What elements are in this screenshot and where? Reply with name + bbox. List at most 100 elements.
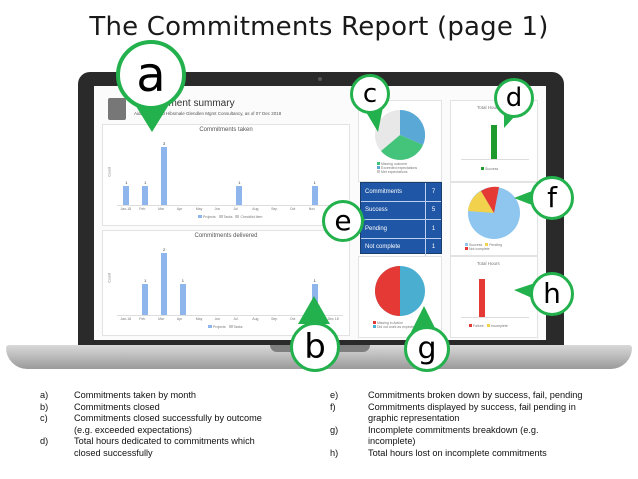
- legend-key: b): [40, 401, 49, 412]
- hours-lost-panel: Total Hours Failure Incomplete: [450, 256, 538, 338]
- pie-legend: Missing in Action Did not work as expect…: [373, 321, 416, 329]
- legend-text: Total hours lost on incomplete commitmen…: [368, 447, 547, 458]
- x-tick-label: May: [195, 317, 203, 321]
- legend-text: incomplete): [368, 436, 416, 447]
- pie-legend: Missing outcome Exceeded expectations Me…: [377, 162, 417, 174]
- legend-item: f)Commitments displayed by success, fail…: [330, 402, 630, 414]
- row-value: 1: [431, 225, 436, 232]
- legend-text: closed successfully: [74, 447, 153, 458]
- chart-bar: [161, 253, 168, 315]
- legend-item: e)Commitments broken down by success, fa…: [330, 390, 630, 402]
- legend-item: h)Total hours lost on incomplete commitm…: [330, 448, 630, 460]
- legend-met: Met expectations: [380, 170, 408, 174]
- legend-text: graphic representation: [368, 413, 460, 424]
- bar-value-label: 1: [313, 278, 316, 283]
- chart-legend: Projects Tasks Checklist Item: [198, 215, 262, 219]
- legend-key: g): [330, 424, 339, 435]
- x-tick-label: Sep: [271, 317, 278, 321]
- pie-legend: Success Pending Not complete: [465, 243, 502, 251]
- chart-bar: [236, 185, 243, 205]
- bar-value-label: 2: [162, 247, 166, 252]
- x-tick-label: Nov: [308, 207, 315, 211]
- table-row: Commitments 7: [361, 183, 441, 202]
- avatar: [108, 98, 126, 120]
- legend-text: Commitments taken by month: [74, 390, 197, 400]
- legend-item: closed successfully: [40, 448, 310, 460]
- pie-incomplete-chart: [375, 266, 425, 316]
- chart-ylabel: Count: [107, 273, 112, 283]
- bar-value-label: 1: [144, 278, 147, 283]
- bar-value-label: 1: [125, 179, 128, 185]
- legend-failure: Failure: [472, 324, 484, 328]
- row-value: 7: [431, 188, 436, 195]
- legend-checklist: Checklist Item: [240, 215, 263, 219]
- legend-item: (e.g. exceeded expectations): [40, 425, 310, 437]
- chart-bar: [142, 284, 149, 315]
- chart-bar: [123, 185, 130, 205]
- marker-g-label: g: [404, 326, 450, 372]
- legend-notcomplete: Not complete: [468, 247, 490, 251]
- marker-h-label: h: [530, 272, 574, 316]
- legend-pending: Pending: [489, 243, 503, 247]
- row-value: 1: [431, 244, 436, 251]
- legend-left: a) Commitments taken by month b) Commitmen…: [40, 390, 310, 470]
- pie-outcome-chart: [375, 109, 426, 160]
- x-tick-label: Aug: [252, 207, 259, 211]
- legend-item: graphic representation: [330, 413, 630, 425]
- chart-bar: [161, 147, 168, 205]
- marker-a-label: a: [116, 40, 186, 110]
- marker-f-label: f: [530, 176, 574, 220]
- legend-item: g)Incomplete commitments breakdown (e.g.: [330, 425, 630, 437]
- legend-not-as-expected: Did not work as expected: [376, 325, 417, 329]
- legend-success: Success: [468, 243, 483, 247]
- legend-key: c): [40, 413, 48, 424]
- legend-item: d)Total hours dedicated to commitments w…: [40, 436, 310, 448]
- legend-key: f): [330, 401, 336, 412]
- marker-d-label: d: [494, 78, 534, 118]
- row-label: Commitments: [361, 183, 426, 201]
- x-tick-label: Apr: [176, 207, 183, 211]
- marker-b-pin: [298, 296, 330, 324]
- bar-value-label: 1: [144, 179, 147, 185]
- chart-bar: [311, 185, 318, 205]
- bar-value-label: 1: [238, 179, 241, 185]
- hours-bar: [479, 279, 485, 317]
- legend-text: Commitments closed successfully by outco…: [74, 413, 262, 424]
- marker-b-label: b: [290, 322, 340, 372]
- x-tick-label: Jul: [233, 207, 238, 211]
- legend-tasks: Tasks: [223, 215, 233, 219]
- chart-x-axis: Jan-18FebMarAprMayJunJulAugSepOctNovDec …: [117, 207, 343, 213]
- bar-value-label: 3: [162, 141, 166, 146]
- x-tick-label: Mar: [158, 207, 165, 211]
- x-tick-label: Oct: [289, 207, 296, 211]
- row-value: 5: [431, 207, 436, 214]
- camera-icon: [318, 77, 322, 81]
- chart-title: Commitments delivered: [194, 233, 258, 239]
- pie-incomplete-panel: Missing in Action Did not work as expect…: [358, 256, 442, 338]
- chart-title: Commitments taken: [199, 127, 253, 133]
- legend-text: Commitments closed: [74, 401, 160, 412]
- hours-legend: Failure Incomplete: [469, 324, 508, 328]
- x-tick-label: Apr: [176, 317, 183, 321]
- hours-axis: [461, 317, 529, 318]
- x-tick-label: Jun: [214, 317, 221, 321]
- marker-e-label: e: [322, 200, 364, 242]
- page-title: The Commitments Report (page 1): [89, 12, 549, 42]
- x-tick-label: Dec 18: [327, 317, 339, 321]
- x-tick-label: Aug: [252, 317, 259, 321]
- legend-text: Commitments broken down by success, fail…: [368, 390, 583, 400]
- x-tick-label: Oct: [289, 317, 296, 321]
- legend-item: c) Commitments closed successfully by out…: [40, 413, 310, 425]
- x-tick-label: Jun: [214, 207, 221, 211]
- chart-legend: Projects Tasks: [208, 325, 243, 329]
- chart-bar: [179, 284, 186, 315]
- hours-bar: [491, 125, 497, 159]
- hours-title: Total Hours: [477, 105, 500, 110]
- bar-value-label: 1: [181, 278, 185, 283]
- legend-success: Success: [484, 167, 499, 171]
- legend-key: a): [40, 390, 49, 400]
